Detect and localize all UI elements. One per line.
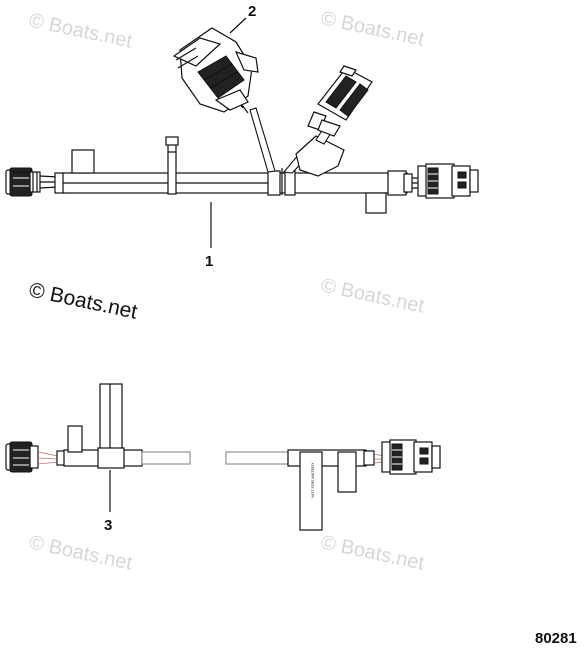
main-harness-right-sleeve <box>387 170 407 196</box>
main-harness-left-connector <box>5 167 59 197</box>
watermark-bottom-left: © Boats.net <box>27 531 135 574</box>
watermark-mid-right: © Boats.net <box>319 274 427 317</box>
figure-number: 80281 <box>535 630 577 647</box>
extension-right-drop-stub <box>299 451 323 531</box>
watermark-top-left: © Boats.net <box>27 9 135 52</box>
callout-1: 1 <box>205 253 213 270</box>
main-harness-junction <box>267 168 296 196</box>
extension-left-connector <box>5 441 59 473</box>
extension-cable-left <box>141 451 191 465</box>
sleeve-label: NOT FOR WATERY <box>310 462 315 498</box>
main-harness-left-stub <box>71 149 95 174</box>
main-harness-right-stub <box>365 192 387 214</box>
upper-right-boot <box>295 135 345 177</box>
callout-2: 2 <box>248 3 256 20</box>
watermark-bottom-right: © Boats.net <box>319 531 427 574</box>
main-harness-right-connector <box>412 163 479 199</box>
cable-tie <box>165 136 179 195</box>
extension-right-short-stub <box>337 451 357 493</box>
connector-upper-right <box>307 65 373 137</box>
extension-long-stub <box>99 383 123 451</box>
main-harness <box>5 136 479 214</box>
branch-to-connector-2 <box>235 99 276 173</box>
extension-harness: NOT FOR WATERY <box>5 383 441 531</box>
extension-right-connector <box>381 439 441 475</box>
leader-line-2 <box>229 17 247 34</box>
extension-short-stub <box>67 425 83 453</box>
copyright-text: © Boats.net <box>27 278 140 323</box>
extension-cable-right <box>225 451 289 465</box>
watermark-top-right: © Boats.net <box>319 7 427 50</box>
connector-part-2 <box>172 27 259 113</box>
callout-3: 3 <box>104 517 112 534</box>
